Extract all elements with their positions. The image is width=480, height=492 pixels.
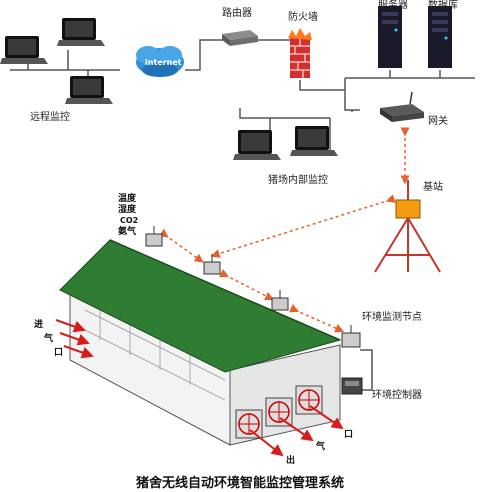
laptop-remote-1-icon bbox=[0, 36, 48, 64]
label-inlet-3: 口 bbox=[54, 348, 64, 358]
label-sensor-temp: 温度 bbox=[118, 194, 137, 204]
router-icon bbox=[222, 30, 258, 46]
env-monitor-node-icon bbox=[341, 325, 361, 348]
exhaust-fan-1-icon bbox=[235, 409, 263, 439]
exhaust-fan-3-icon bbox=[295, 385, 323, 415]
label-server: 服务器 bbox=[378, 0, 408, 11]
label-outlet-3: 口 bbox=[344, 430, 354, 440]
label-sensor-humidity: 湿度 bbox=[118, 205, 137, 215]
database-icon bbox=[428, 6, 452, 68]
label-farm-monitor: 猪场内部监控 bbox=[268, 175, 328, 186]
label-base-station: 基站 bbox=[423, 182, 443, 193]
sensor-node-3-icon bbox=[271, 290, 289, 311]
label-sensor-co2: CO2 bbox=[120, 216, 139, 225]
laptop-remote-2-icon bbox=[57, 18, 105, 46]
label-outlet-1: 出 bbox=[286, 456, 296, 466]
label-gateway: 网关 bbox=[428, 116, 448, 127]
sensor-node-2-icon bbox=[203, 254, 221, 275]
wireless-links bbox=[158, 127, 410, 333]
label-internet: internet bbox=[145, 58, 182, 67]
label-env-node: 环境监测节点 bbox=[362, 312, 422, 323]
internet-cloud-icon bbox=[136, 46, 184, 77]
label-sensor-ammonia: 氨气 bbox=[118, 227, 137, 237]
label-router: 路由器 bbox=[222, 8, 252, 19]
airflow-arrows bbox=[55, 319, 344, 457]
firewall-icon bbox=[288, 28, 312, 78]
base-station-icon bbox=[374, 180, 441, 273]
exhaust-fan-2-icon bbox=[265, 397, 293, 427]
diagram-caption: 猪舍无线自动环境智能监控管理系统 bbox=[135, 476, 344, 491]
laptop-farm-1-icon bbox=[233, 130, 281, 160]
sensor-node-1-icon bbox=[145, 226, 163, 247]
laptop-remote-3-icon bbox=[65, 76, 113, 104]
label-outlet-2: 气 bbox=[316, 442, 326, 452]
label-inlet-1: 进 bbox=[34, 320, 44, 330]
label-remote-monitor: 远程监控 bbox=[30, 112, 70, 123]
label-env-controller: 环境控制器 bbox=[372, 390, 422, 401]
label-database: 数据库 bbox=[428, 0, 458, 11]
label-inlet-2: 气 bbox=[44, 334, 54, 344]
barn bbox=[59, 239, 342, 446]
gateway-icon bbox=[380, 91, 424, 122]
laptop-farm-2-icon bbox=[290, 126, 338, 156]
label-firewall: 防火墙 bbox=[288, 12, 318, 23]
env-controller-icon bbox=[341, 377, 363, 395]
server-icon bbox=[378, 6, 402, 68]
